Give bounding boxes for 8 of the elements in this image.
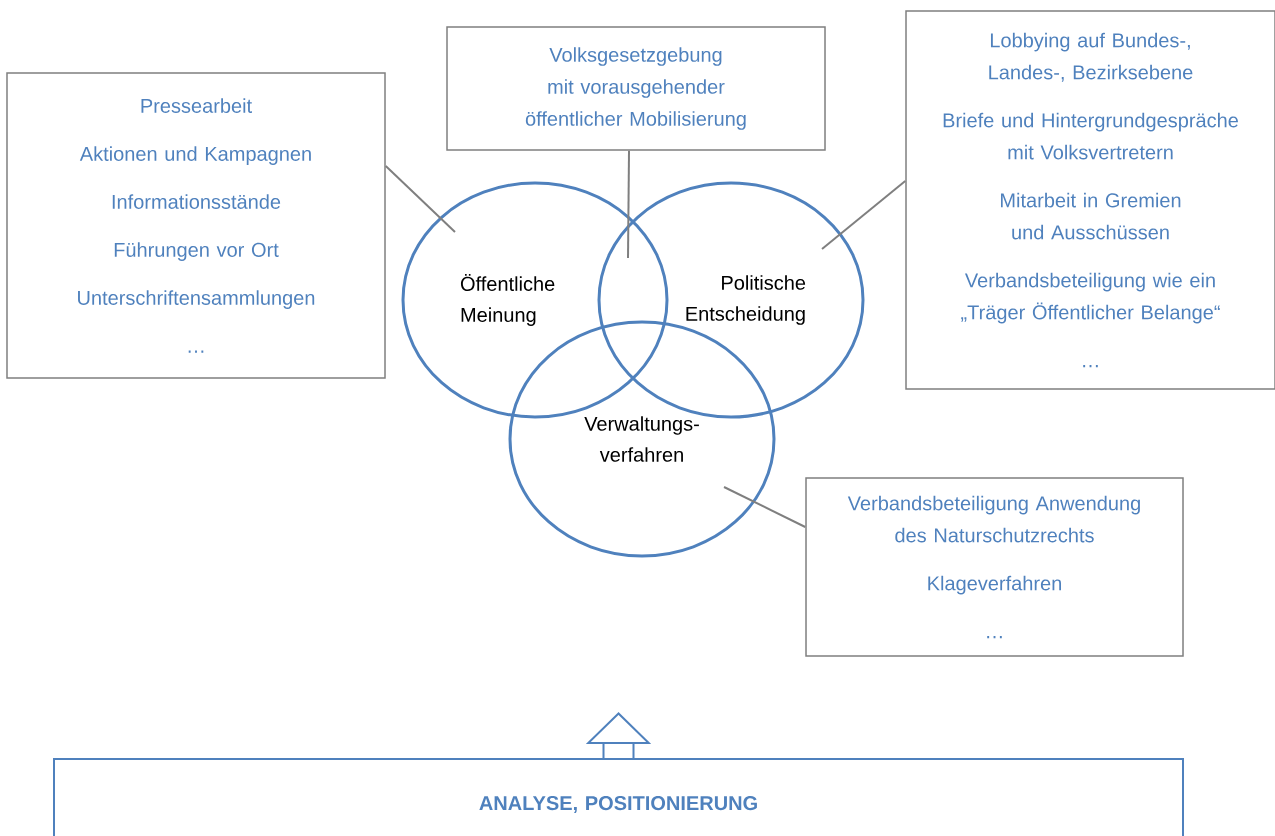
text-box: Pressearbeit Aktionen und Kampagnen Informationsstände Führungen vor Ort Unterschriftensammlungen …: [6, 72, 386, 379]
text-box: Lobbying auf Bundes-, Landes-, Bezirksebene Briefe und Hintergrundgespräche mit Volksvertretern Mitarbeit in Gremien und Ausschüssen Verbandsbeteiligung wie ein „Träger Öffentlicher Belange“ …: [905, 10, 1275, 390]
text-box: Volksgesetzgebung mit vorausgehender öffentlicher Mobilisierung: [446, 26, 826, 151]
leader-line: [821, 180, 907, 250]
analysis-box: ANALYSE, POSITIONIERUNG: [53, 758, 1184, 836]
leader-line: [384, 165, 456, 233]
text-box: Verbandsbeteiligung Anwendung des Naturschutzrechts Klageverfahren …: [805, 477, 1184, 657]
leader-line: [723, 486, 807, 528]
